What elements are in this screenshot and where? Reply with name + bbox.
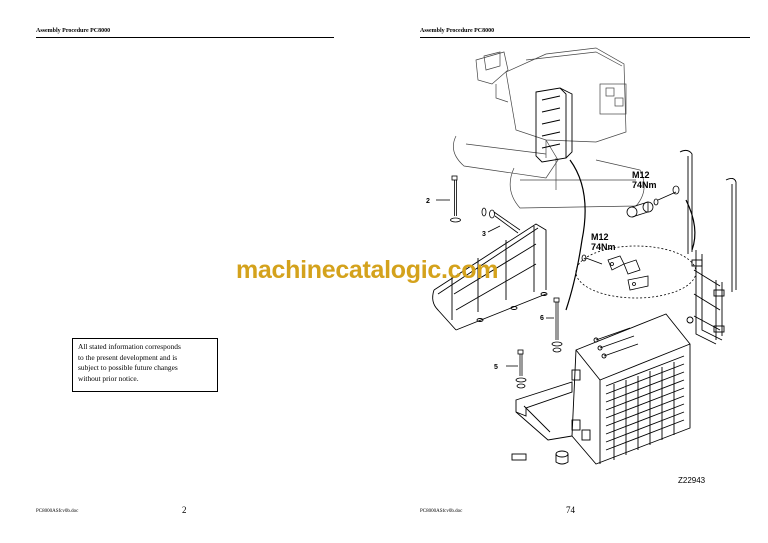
callout-2: 2 <box>426 198 430 205</box>
right-page-header: Assembly Procedure PC8000 <box>420 28 495 34</box>
callout-6: 6 <box>540 315 544 322</box>
ladder-reference-curve <box>685 199 696 251</box>
left-header-rule <box>36 37 334 38</box>
handrail <box>432 223 548 331</box>
torque-spec-upper: M12 74Nm <box>632 170 657 190</box>
bolt-5 <box>515 349 527 389</box>
ladder <box>679 149 737 345</box>
watermark-text: machinecatalogic.com <box>236 256 499 284</box>
excavator-silhouette <box>453 47 645 209</box>
bracket-detail <box>581 254 649 291</box>
right-page-number: 74 <box>566 505 575 515</box>
oil-cooler-location <box>535 87 573 163</box>
reference-curve <box>565 159 586 311</box>
torque-lower-size: M12 <box>591 232 609 242</box>
torque-spec-lower: M12 74Nm <box>591 232 616 252</box>
callout-3-line <box>487 225 501 233</box>
right-header-rule <box>420 37 750 38</box>
left-page: Assembly Procedure PC8000 All stated inf… <box>36 28 334 515</box>
right-page: Assembly Procedure PC8000 PC8000ASfcv0b.… <box>384 0 768 543</box>
disclaimer-line: subject to possible future changes <box>78 363 178 372</box>
torque-upper-size: M12 <box>632 170 650 180</box>
detail-circle <box>575 245 697 299</box>
disclaimer-line: to the present development and is <box>78 352 178 362</box>
figure-id: Z22943 <box>678 476 706 485</box>
bolt-2 <box>450 175 461 223</box>
bolt-6 <box>551 297 563 353</box>
left-page-number: 2 <box>182 505 187 515</box>
disclaimer-line: without prior notice. <box>78 373 139 383</box>
torque-upper-value: 74Nm <box>632 180 657 190</box>
torque-lower-value: 74Nm <box>591 242 616 252</box>
bolt-3 <box>481 207 521 234</box>
disclaimer-box: All stated information corresponds to th… <box>72 338 218 392</box>
left-page-header: Assembly Procedure PC8000 <box>36 28 111 34</box>
right-footer-filename: PC8000ASfcv0b.doc <box>420 509 463 514</box>
assembly-drawing: 2 3 M12 74Nm <box>426 47 737 465</box>
spacer-detail <box>626 185 680 218</box>
callout-5: 5 <box>494 364 498 371</box>
base-frame <box>511 381 573 465</box>
left-footer-filename: PC8000ASfcv0b.doc <box>36 509 79 514</box>
disclaimer-line: All stated information corresponds <box>78 342 181 351</box>
callout-3: 3 <box>482 231 486 238</box>
radiator-unit <box>571 313 691 465</box>
